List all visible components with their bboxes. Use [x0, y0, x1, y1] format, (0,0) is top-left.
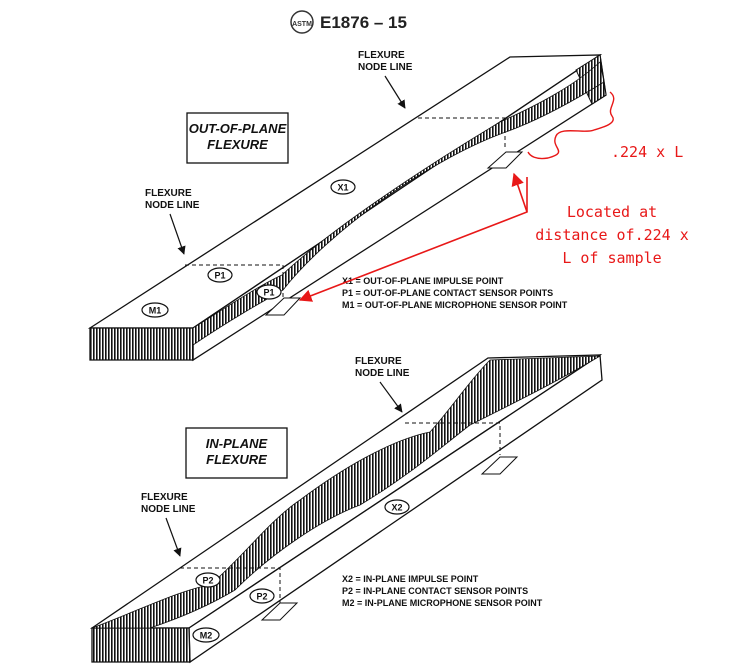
node-line-label-bottom-left: FLEXURE NODE LINE [141, 492, 196, 557]
svg-text:IN-PLANE: IN-PLANE [206, 436, 268, 451]
note-line-2: distance of.224 x [535, 226, 689, 244]
svg-text:NODE LINE: NODE LINE [145, 200, 200, 211]
astm-logo-icon: ASTM [290, 10, 314, 34]
svg-text:P1: P1 [214, 271, 225, 281]
svg-text:FLEXURE: FLEXURE [141, 492, 188, 503]
svg-text:P2: P2 [202, 576, 213, 586]
marker-p2-top: P2 [195, 572, 221, 588]
svg-text:NODE LINE: NODE LINE [355, 368, 410, 379]
svg-text:P2: P2 [256, 592, 267, 602]
marker-m2: M2 [192, 627, 220, 643]
node-line-label-top-left: FLEXURE NODE LINE [145, 188, 200, 255]
marker-p2-front: P2 [249, 588, 275, 604]
svg-text:FLEXURE: FLEXURE [145, 188, 192, 199]
svg-text:NODE LINE: NODE LINE [141, 504, 196, 515]
svg-text:FLEXURE: FLEXURE [206, 452, 267, 467]
node-line-label-top-right: FLEXURE NODE LINE [358, 50, 413, 109]
support2-right [480, 456, 519, 475]
svg-text:X2 = IN-PLANE IMPULSE POINT: X2 = IN-PLANE IMPULSE POINT [342, 574, 479, 584]
svg-text:X2: X2 [391, 503, 402, 513]
beam2-end-face [91, 627, 191, 663]
beam-end-face [89, 327, 194, 361]
support-right [486, 151, 524, 169]
svg-text:X1 = OUT-OF-PLANE IMPULSE POIN: X1 = OUT-OF-PLANE IMPULSE POINT [342, 276, 504, 286]
note-line-1: Located at [567, 203, 657, 221]
svg-text:M1 = OUT-OF-PLANE MICROPHONE S: M1 = OUT-OF-PLANE MICROPHONE SENSOR POIN… [342, 300, 568, 310]
svg-text:P1 = OUT-OF-PLANE CONTACT SENS: P1 = OUT-OF-PLANE CONTACT SENSOR POINTS [342, 288, 553, 298]
svg-text:FLEXURE: FLEXURE [355, 356, 402, 367]
svg-text:P1: P1 [263, 288, 274, 298]
node-line-label-bottom-right: FLEXURE NODE LINE [355, 356, 410, 413]
out-of-plane-legend: X1 = OUT-OF-PLANE IMPULSE POINT P1 = OUT… [342, 276, 568, 310]
marker-m1: M1 [141, 302, 169, 318]
svg-text:M2 = IN-PLANE MICROPHONE SENSO: M2 = IN-PLANE MICROPHONE SENSOR POINT [342, 598, 543, 608]
mode-shape-2 [91, 355, 601, 629]
in-plane-legend: X2 = IN-PLANE IMPULSE POINT P2 = IN-PLAN… [342, 574, 543, 608]
standard-number: E1876 – 15 [320, 13, 407, 32]
red-annotation: .224 x L Located at distance of.224 x L … [298, 91, 689, 302]
header: ASTM E1876 – 15 [290, 10, 407, 34]
note-line-3: L of sample [562, 249, 661, 267]
distance-label: .224 x L [611, 143, 683, 161]
marker-x1: X1 [330, 179, 356, 195]
in-plane-beam: X2 P2 P2 M2 [89, 353, 603, 664]
marker-p1-front: P1 [256, 284, 282, 300]
out-of-plane-label-box: OUT-OF-PLANE FLEXURE [186, 112, 289, 164]
svg-text:OUT-OF-PLANE: OUT-OF-PLANE [189, 121, 287, 136]
red-squiggle [527, 91, 615, 160]
out-of-plane-beam: X1 P1 P1 M1 [87, 53, 607, 362]
svg-text:FLEXURE: FLEXURE [358, 50, 405, 61]
in-plane-label-box: IN-PLANE FLEXURE [185, 427, 288, 479]
svg-text:P2 = IN-PLANE CONTACT SENSOR P: P2 = IN-PLANE CONTACT SENSOR POINTS [342, 586, 528, 596]
svg-text:FLEXURE: FLEXURE [207, 137, 268, 152]
support2-left [260, 602, 299, 621]
svg-text:NODE LINE: NODE LINE [358, 62, 413, 73]
svg-text:ASTM: ASTM [292, 21, 312, 28]
marker-p1-top: P1 [207, 267, 233, 283]
svg-text:X1: X1 [337, 183, 348, 193]
marker-x2: X2 [384, 499, 410, 515]
mode-shape [192, 61, 605, 346]
svg-text:M2: M2 [200, 631, 213, 641]
svg-text:M1: M1 [149, 306, 162, 316]
